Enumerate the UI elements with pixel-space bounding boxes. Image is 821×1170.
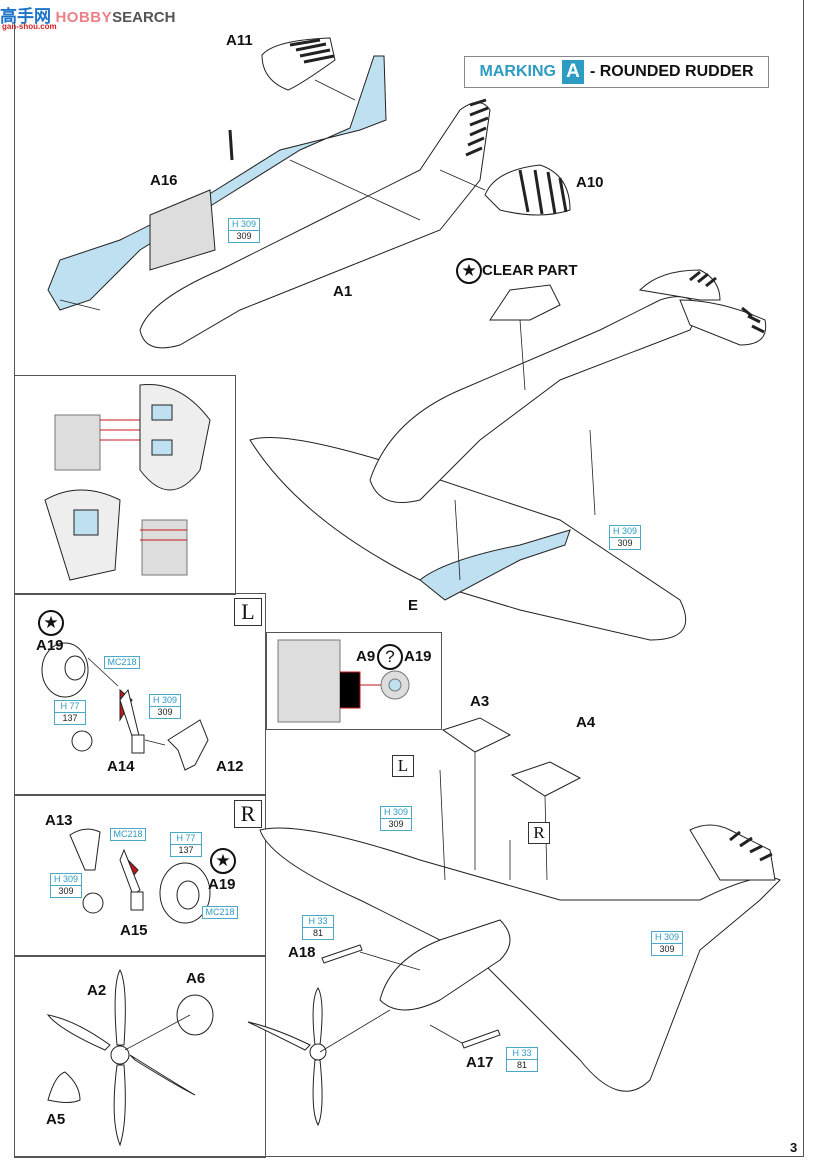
elevator-a10-drawing	[484, 164, 571, 216]
part-label-a19-right: A19	[208, 876, 236, 893]
fuselage-a1-drawing	[139, 98, 491, 349]
wheel-choice-panel	[266, 632, 442, 730]
part-label-a13: A13	[45, 812, 73, 829]
right-a19-star-icon: ★	[210, 848, 236, 874]
paint-code: H 33	[507, 1048, 537, 1060]
left-side-marker: L	[234, 598, 262, 626]
part-label-a19-choice: A19	[404, 648, 432, 665]
paint-number: 309	[617, 538, 633, 548]
part-label-a6: A6	[186, 970, 206, 987]
part-label-a1: A1	[333, 283, 353, 300]
part-label-a2: A2	[87, 982, 107, 999]
paint-number: 309	[157, 707, 173, 717]
part-label-a19-left: A19	[36, 637, 64, 654]
clear-part-star-icon: ★	[456, 258, 482, 284]
left-gear-panel	[14, 593, 266, 796]
fuselage-half-a16-drawing	[47, 55, 387, 311]
paint-number: 309	[659, 944, 675, 954]
watermark-chinese: 高手网	[0, 7, 51, 26]
paint-number: 137	[62, 713, 78, 723]
paint-callout-left-wheel-hub: MC218	[104, 656, 140, 669]
paint-callout-right-strut-hinge: MC218	[110, 828, 146, 841]
cockpit-views-drawing	[44, 383, 211, 581]
page-frame-bottom-rule	[14, 1156, 804, 1157]
part-label-a10: A10	[576, 174, 604, 191]
paint-callout-left-wheel-tire: H 77 137	[54, 700, 86, 725]
paint-callout-right-strut-a13: H 309 309	[50, 873, 82, 898]
part-label-a18: A18	[288, 944, 316, 961]
paint-callout-exhaust-a18: H 33 81	[302, 915, 334, 940]
paint-number: 309	[388, 819, 404, 829]
gear-doors-drawing	[441, 717, 582, 797]
paint-number: 137	[178, 845, 194, 855]
paint-callout-fuselage-interior: H 309 309	[228, 218, 260, 243]
part-label-e: E	[408, 597, 419, 614]
cockpit-decal-sheets-drawing	[54, 414, 410, 723]
right-side-marker: R	[234, 800, 262, 828]
paint-number: 309	[236, 231, 252, 241]
part-label-a16: A16	[150, 172, 178, 189]
propeller-panel	[14, 955, 266, 1158]
part-label-a12: A12	[216, 758, 244, 775]
marking-letter-badge: A	[561, 60, 584, 84]
propeller-parts-drawing	[46, 968, 214, 1147]
part-label-a11: A11	[226, 32, 253, 49]
lower-left-side-marker: L	[392, 755, 414, 777]
paint-callout-right-wheel-hub: MC218	[202, 906, 238, 919]
marking-suffix: - ROUNDED RUDDER	[589, 63, 754, 80]
paint-code: H 309	[652, 932, 682, 944]
paint-callout-gear-leg-main: H 309 309	[380, 806, 412, 831]
assembly-arrows	[59, 79, 596, 1053]
paint-number: 81	[312, 928, 323, 938]
main-propeller-drawing	[247, 987, 327, 1127]
right-gear-parts-drawing	[69, 828, 211, 924]
paint-code: H 309	[150, 695, 180, 707]
right-gear-panel	[14, 794, 266, 957]
paint-code: H 77	[171, 833, 201, 845]
left-gear-parts-drawing	[41, 642, 209, 771]
paint-code: H 309	[229, 219, 259, 231]
part-label-a9: A9	[356, 648, 376, 665]
paint-callout-wing-root: H 309 309	[609, 525, 641, 550]
part-label-a3: A3	[470, 693, 490, 710]
part-label-a4: A4	[576, 714, 596, 731]
page-number: 3	[790, 1140, 798, 1155]
airframe-top-view-drawing	[249, 269, 767, 641]
part-label-a14: A14	[107, 758, 135, 775]
paint-code: H 309	[381, 807, 411, 819]
paint-callout-wheel-well: H 309 309	[651, 931, 683, 956]
paint-code: H 33	[303, 916, 333, 928]
paint-number: 81	[516, 1060, 527, 1070]
clear-part-note: CLEAR PART	[482, 262, 578, 279]
part-label-a5: A5	[46, 1111, 66, 1128]
part-label-a15: A15	[120, 922, 148, 939]
paint-callout-left-strut-a12: H 309 309	[149, 694, 181, 719]
watermark-url: gan-shou.com	[2, 22, 57, 31]
exhaust-stacks-drawing	[321, 944, 501, 1049]
watermark-brand-b: SEARCH	[112, 9, 176, 26]
marking-banner: MARKING A - ROUNDED RUDDER	[464, 56, 769, 88]
paint-code: H 309	[610, 526, 640, 538]
marking-prefix: MARKING	[479, 63, 556, 80]
lower-right-side-marker: R	[528, 822, 550, 844]
paint-callout-exhaust-a17: H 33 81	[506, 1047, 538, 1072]
elevator-a11-drawing	[261, 37, 336, 91]
airframe-bottom-view-drawing	[259, 824, 781, 1092]
cockpit-decal-panel	[14, 375, 236, 595]
canopy-clear-part-drawing	[489, 284, 561, 321]
paint-code: H 77	[55, 701, 85, 713]
watermark-logo: 高手网 HOBBYSEARCH gan-shou.com	[0, 2, 176, 31]
watermark-brand-a: HOBBY	[55, 9, 113, 26]
part-label-a17: A17	[466, 1054, 494, 1071]
left-a19-star-icon: ★	[38, 610, 64, 636]
paint-number: 309	[58, 886, 74, 896]
paint-callout-right-wheel-tire: H 77 137	[170, 832, 202, 857]
paint-code: H 309	[51, 874, 81, 886]
page-frame-right-rule	[803, 0, 804, 1157]
question-icon: ?	[377, 644, 403, 670]
